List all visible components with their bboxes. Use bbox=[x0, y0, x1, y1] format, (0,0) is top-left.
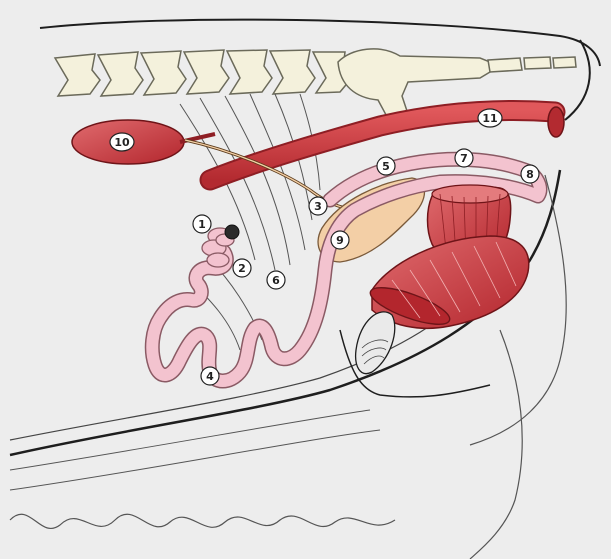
muscle-block-upper-top bbox=[432, 185, 508, 203]
marker-6-label: 6 bbox=[272, 274, 280, 287]
marker-9: 9 bbox=[331, 231, 349, 249]
marker-9-label: 9 bbox=[336, 234, 344, 247]
marker-4-label: 4 bbox=[206, 370, 214, 383]
marker-8: 8 bbox=[521, 165, 539, 183]
marker-8-label: 8 bbox=[526, 168, 534, 181]
marker-1: 1 bbox=[193, 215, 211, 233]
marker-5: 5 bbox=[377, 157, 395, 175]
aorta-end bbox=[548, 107, 564, 137]
marker-7: 7 bbox=[455, 149, 473, 167]
marker-11: 11 bbox=[478, 109, 502, 127]
pelvis-outline bbox=[565, 40, 590, 120]
marker-1-label: 1 bbox=[198, 218, 206, 231]
dark-nodule bbox=[225, 225, 239, 239]
marker-10: 10 bbox=[110, 133, 134, 151]
marker-10-label: 10 bbox=[114, 136, 130, 149]
marker-2: 2 bbox=[233, 259, 251, 277]
marker-4: 4 bbox=[201, 367, 219, 385]
marker-2-label: 2 bbox=[238, 262, 246, 275]
marker-6: 6 bbox=[267, 271, 285, 289]
marker-3-label: 3 bbox=[314, 200, 322, 213]
small-striped-structure bbox=[356, 312, 395, 374]
muscle-block-lower bbox=[372, 236, 529, 328]
ventral-teats bbox=[10, 514, 395, 528]
marker-7-label: 7 bbox=[460, 152, 468, 165]
hindlimb-outline-2 bbox=[470, 330, 522, 559]
marker-5-label: 5 bbox=[382, 160, 390, 173]
marker-3: 3 bbox=[309, 197, 327, 215]
marker-11-label: 11 bbox=[482, 112, 497, 125]
